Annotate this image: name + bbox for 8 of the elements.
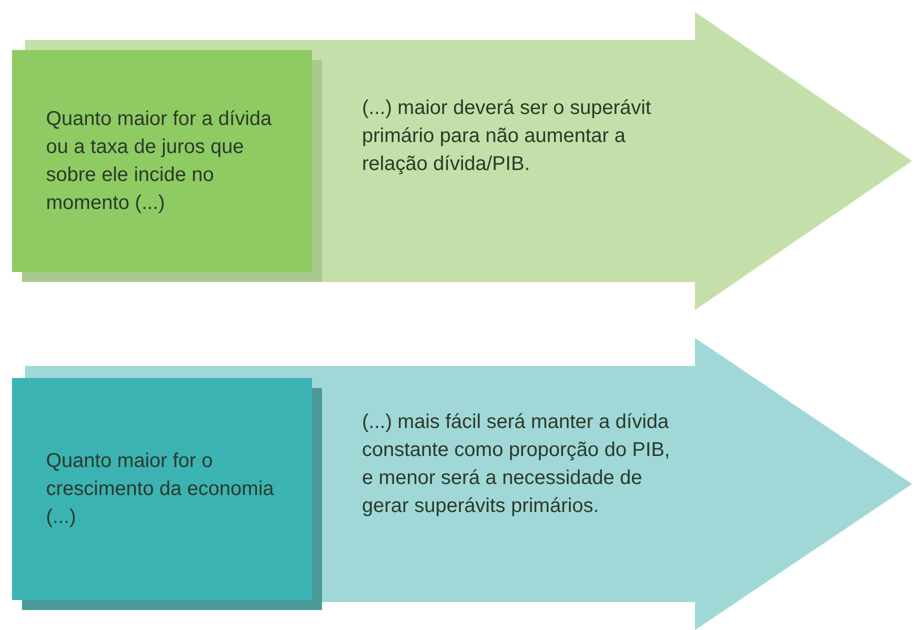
arrow-shape <box>12 12 914 310</box>
text-box <box>12 378 312 600</box>
arrow-shape <box>12 338 914 630</box>
body-text: (...) maior deverá ser o superávit primário para não aumentar a relação dívida/PIB. <box>362 96 652 177</box>
body-text: Quanto maior for a dívida ou a taxa de juros que sobre ele incide no momento (...) <box>46 107 273 216</box>
body-text: (...) mais fácil será manter a dívida constante como proporção do PIB, e menor será a necessidade de gerar superávits primários. <box>362 410 671 519</box>
body-text: Quanto maior for o crescimento da economia (...) <box>46 449 275 530</box>
text-box <box>12 50 312 272</box>
